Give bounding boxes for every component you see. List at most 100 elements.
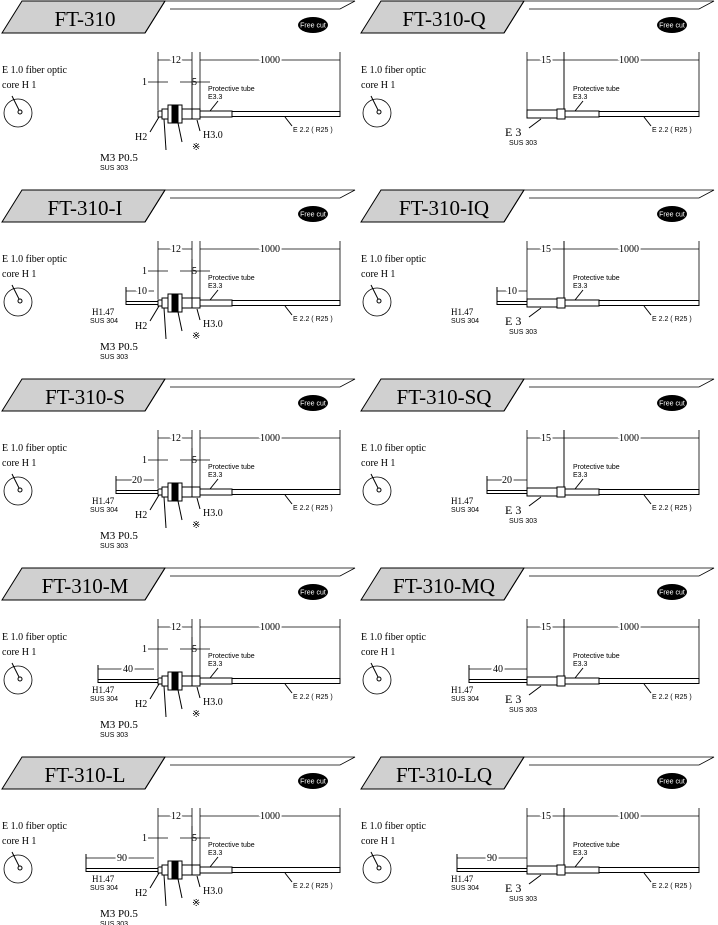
dim-length-cable: 1000 <box>619 55 639 66</box>
badge-label: Free cut <box>659 401 685 408</box>
cable <box>199 478 341 505</box>
title-banner <box>1 567 356 601</box>
dim-probe-length: 20 <box>132 475 142 486</box>
dimension-lines <box>526 52 700 112</box>
core-label: E 1.0 fiber optic <box>361 632 427 643</box>
sleeve-body <box>526 675 566 696</box>
core-label: E 1.0 fiber optic <box>361 65 427 76</box>
probe-diameter-label: Η1.47 <box>451 496 474 506</box>
dim-length-body: 12 <box>171 55 181 66</box>
tube-label: Protective tube <box>573 464 620 471</box>
m3-body <box>149 293 201 340</box>
cable-label: E 2.2 ( R25 ) <box>652 127 692 134</box>
tube-diameter-label: Ε3.3 <box>573 472 588 479</box>
probe-material-label: SUS 304 <box>90 507 118 514</box>
cable-label: E 2.2 ( R25 ) <box>652 883 692 890</box>
fiber-cross-section-icon <box>3 95 33 128</box>
dim-length-cable: 1000 <box>619 622 639 633</box>
dim-length-cable: 1000 <box>260 433 280 444</box>
probe-diameter-label: Η1.47 <box>92 307 115 317</box>
title-banner <box>360 567 715 601</box>
thread-label: M3 P0.5 <box>100 152 138 164</box>
nut-diameter-label: Η3.0 <box>203 697 223 708</box>
dim-5: 5 <box>192 455 197 466</box>
sleeve-label: E 3 <box>505 503 521 517</box>
cable <box>564 667 700 694</box>
sleeve-label: E 3 <box>505 314 521 328</box>
nut-diameter-label: Η3.0 <box>203 508 223 519</box>
body-material-label: SUS 303 <box>509 329 537 336</box>
cable-label: E 2.2 ( R25 ) <box>293 316 333 323</box>
panel-title: FT-310-LQ <box>396 763 492 787</box>
m3-body <box>149 104 201 151</box>
body-material-label: SUS 303 <box>509 707 537 714</box>
dim-length-body: 15 <box>541 622 551 633</box>
body-material-label: SUS 303 <box>509 140 537 147</box>
thread-label: M3 P0.5 <box>100 341 138 353</box>
free-cut-badge: Free cut <box>657 584 687 600</box>
m3-body <box>149 482 201 529</box>
dim-1: 1 <box>142 266 147 277</box>
title-banner <box>1 756 356 790</box>
probe-material-label: SUS 304 <box>90 696 118 703</box>
title-banner <box>360 189 715 223</box>
panel-title: FT-310-Q <box>402 7 485 31</box>
thread-label: M3 P0.5 <box>100 908 138 920</box>
tip-diameter-label: Η2 <box>135 321 147 332</box>
badge-label: Free cut <box>659 212 685 219</box>
dim-5: 5 <box>192 266 197 277</box>
title-banner <box>360 0 715 34</box>
cable-label: E 2.2 ( R25 ) <box>293 694 333 701</box>
dim-probe-length: 90 <box>117 853 127 864</box>
badge-label: Free cut <box>300 590 326 597</box>
fiber-cross-section-icon <box>362 284 392 317</box>
dim-probe-length: 10 <box>137 286 147 297</box>
tube-diameter-label: Ε3.3 <box>208 661 223 668</box>
tube-label: Protective tube <box>573 842 620 849</box>
tube-label: Protective tube <box>573 86 620 93</box>
badge-label: Free cut <box>300 212 326 219</box>
probe-diameter-label: Η1.47 <box>451 307 474 317</box>
tube-diameter-label: Ε3.3 <box>573 94 588 101</box>
probe-diameter-label: Η1.47 <box>92 496 115 506</box>
core-label-2: core Η 1 <box>2 458 36 469</box>
dim-1: 1 <box>142 455 147 466</box>
panel-title: FT-310-M <box>42 574 129 598</box>
panel-title: FT-310 <box>54 7 115 31</box>
nut-diameter-label: Η3.0 <box>203 130 223 141</box>
cable-label: E 2.2 ( R25 ) <box>293 883 333 890</box>
probe-diameter-label: Η1.47 <box>451 874 474 884</box>
dim-length-cable: 1000 <box>619 433 639 444</box>
panel-title: FT-310-L <box>45 763 126 787</box>
dim-length-body: 12 <box>171 811 181 822</box>
tip-diameter-label: Η2 <box>135 888 147 899</box>
tip-diameter-label: Η2 <box>135 510 147 521</box>
dim-probe-length: 10 <box>507 286 517 297</box>
thread-label: M3 P0.5 <box>100 719 138 731</box>
sleeve-body <box>526 108 566 129</box>
core-label-2: core Η 1 <box>2 647 36 658</box>
badge-label: Free cut <box>300 779 326 786</box>
cable-label: E 2.2 ( R25 ) <box>652 505 692 512</box>
sleeve-body <box>526 864 566 885</box>
cable <box>564 289 700 316</box>
core-label-2: core Η 1 <box>361 836 395 847</box>
tube-diameter-label: Ε3.3 <box>208 94 223 101</box>
m3-body <box>149 860 201 907</box>
nut-diameter-label: Η3.0 <box>203 886 223 897</box>
tip-diameter-label: Η2 <box>135 132 147 143</box>
free-cut-badge: Free cut <box>298 584 328 600</box>
probe-diameter-label: Η1.47 <box>451 685 474 695</box>
fiber-cross-section-icon <box>362 851 392 884</box>
dim-length-body: 12 <box>171 622 181 633</box>
probe-material-label: SUS 304 <box>451 696 479 703</box>
core-label-2: core Η 1 <box>361 269 395 280</box>
cable-label: E 2.2 ( R25 ) <box>652 316 692 323</box>
probe-material-label: SUS 304 <box>90 885 118 892</box>
tip-diameter-label: Η2 <box>135 699 147 710</box>
probe-material-label: SUS 304 <box>451 885 479 892</box>
tube-label: Protective tube <box>208 464 255 471</box>
